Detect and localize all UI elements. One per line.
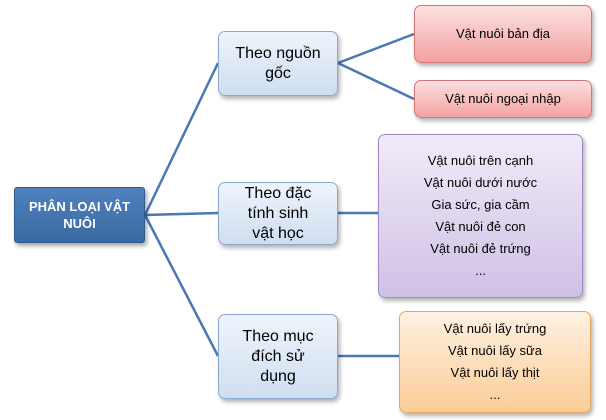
- connector-root-to-biology: [144, 211, 219, 217]
- branch-by-origin: Theo nguồn gốc: [218, 31, 338, 96]
- leaf-item: Vật nuôi đẻ trứng: [430, 241, 531, 256]
- leaf-item: Vật nuôi bản địa: [456, 26, 550, 41]
- leaf-item: Vật nuôi lấy thịt: [450, 365, 540, 380]
- connector-root-to-origin: [143, 62, 220, 216]
- branch-label-line: vật học: [252, 224, 304, 242]
- leaf-item: ...: [475, 263, 486, 278]
- branch-by-biology: Theo đặc tính sinh vật học: [218, 182, 338, 245]
- branch-label-line: gốc: [265, 64, 291, 82]
- branch-label-line: tính sinh: [247, 204, 309, 222]
- leaf-item: Vật nuôi dưới nước: [423, 175, 538, 190]
- connector-origin-to-imported: [337, 61, 415, 101]
- leaf-item: Gia sức, gia cầm: [431, 197, 530, 212]
- connector-root-to-purpose: [143, 214, 220, 357]
- connector-origin-to-native: [337, 32, 415, 65]
- root-node: PHÂN LOẠI VẬT NUÔI: [14, 187, 145, 243]
- leaf-item: Vật nuôi trên cạnh: [427, 153, 534, 168]
- leaf-biology-list: Vật nuôi trên cạnh Vật nuôi dưới nước Gi…: [378, 134, 583, 298]
- branch-by-purpose: Theo mục đích sử dụng: [218, 314, 338, 399]
- branch-label-line: Theo đặc: [244, 184, 312, 202]
- leaf-imported-livestock: Vật nuôi ngoại nhập: [414, 80, 592, 118]
- leaf-item: Vật nuôi lấy sữa: [448, 343, 542, 358]
- leaf-native-livestock: Vật nuôi bản địa: [414, 5, 592, 63]
- branch-label-line: Theo nguồn: [235, 44, 321, 62]
- branch-label-line: đích sử: [251, 347, 305, 365]
- leaf-item: Vật nuôi đẻ con: [435, 219, 526, 234]
- branch-label-line: Theo mục: [242, 327, 314, 345]
- root-label: PHÂN LOẠI VẬT NUÔI: [28, 199, 131, 231]
- leaf-item: ...: [489, 387, 501, 402]
- branch-label-line: dụng: [260, 367, 296, 385]
- leaf-item: Vật nuôi lấy trứng: [443, 321, 547, 336]
- leaf-item: Vật nuôi ngoại nhập: [445, 91, 561, 106]
- leaf-purpose-list: Vật nuôi lấy trứng Vật nuôi lấy sữa Vật …: [399, 311, 591, 413]
